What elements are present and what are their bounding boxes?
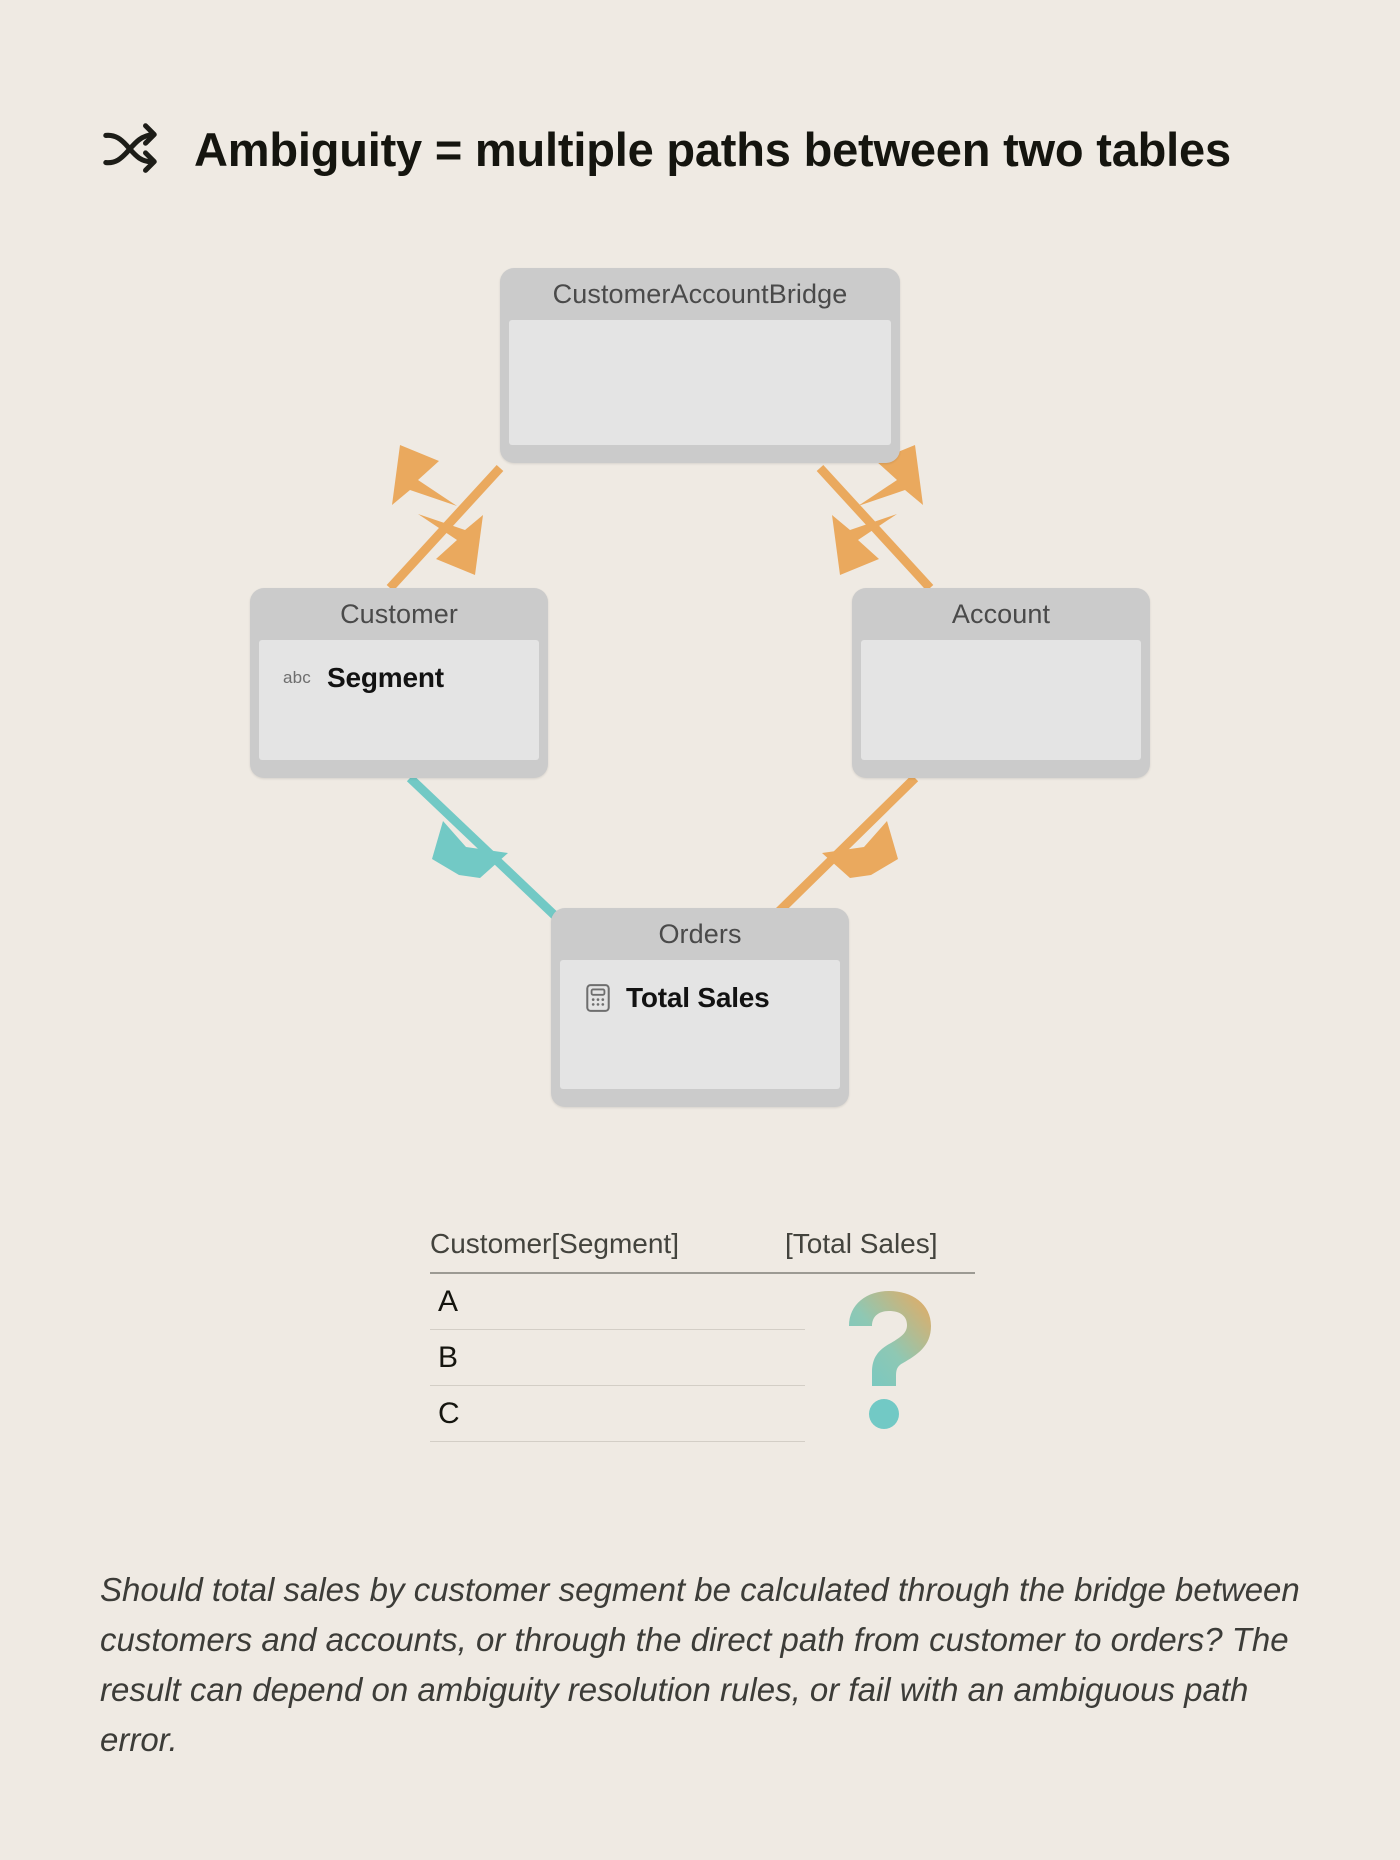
calculator-measure-icon [586,984,610,1012]
table-title: CustomerAccountBridge [552,279,848,309]
field-label: Segment [327,662,444,693]
relationship-customer-orders [406,774,574,934]
table-field-list [861,640,1141,760]
cell-segment: C [438,1396,460,1430]
field-label: Total Sales [626,982,770,1013]
page-title: Ambiguity = multiple paths between two t… [194,122,1231,176]
result-table-header: Customer[Segment] [Total Sales] [430,1228,975,1274]
relationship-bridge-account [816,445,934,592]
page-header: Ambiguity = multiple paths between two t… [100,118,1231,180]
shuffle-icon [103,123,157,173]
table-field-list: abc Segment [259,640,539,760]
field-row-total-sales[interactable]: Total Sales [560,976,840,1020]
table-account[interactable]: Account [852,588,1150,778]
table-row[interactable]: C [430,1386,805,1442]
table-customeraccountbridge[interactable]: CustomerAccountBridge [500,268,900,463]
abc-text-field-icon: abc [283,668,312,687]
relationship-bridge-customer [386,445,504,592]
caption-text: Should total sales by customer segment b… [100,1571,1300,1758]
field-row-segment[interactable]: abc Segment [259,656,539,700]
model-diagram: CustomerAccountBridge Customer abc Segme… [250,268,1150,1107]
question-mark-icon [849,1291,931,1429]
cell-segment: B [438,1340,459,1374]
cell-segment: A [438,1284,459,1318]
table-title: Customer [340,599,458,629]
table-customer[interactable]: Customer abc Segment [250,588,548,778]
table-title: Orders [658,919,742,949]
table-field-list [509,320,891,445]
column-header-segment: Customer[Segment] [430,1228,679,1259]
table-orders[interactable]: Orders Total Sales [551,908,849,1107]
table-row[interactable]: B [430,1330,805,1386]
result-table: Customer[Segment] [Total Sales] A B C [430,1228,975,1442]
table-field-list: Total Sales [560,960,840,1089]
column-header-total-sales: [Total Sales] [785,1228,938,1259]
table-row[interactable]: A [430,1274,805,1330]
table-title: Account [951,599,1051,629]
